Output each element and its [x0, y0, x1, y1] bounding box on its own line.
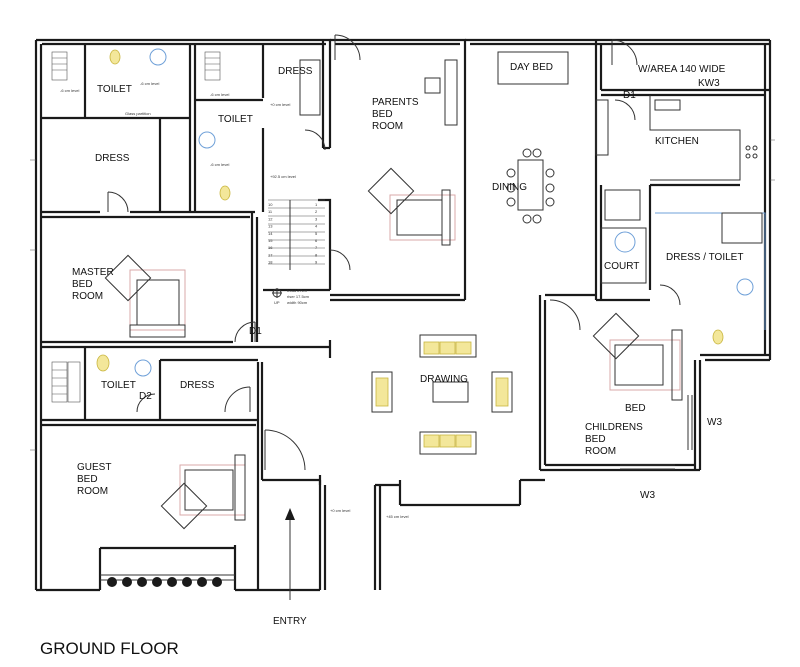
label-guest-2: BED [77, 474, 98, 485]
stair-note-3: width 90cm [287, 300, 308, 305]
label-w-area: W/AREA 140 WIDE [638, 64, 726, 75]
label-d1-master: D1 [249, 326, 262, 337]
label-master-2: BED [72, 279, 93, 290]
stair-step-number: 1 [315, 202, 318, 207]
label-up: UP [274, 300, 280, 305]
label-parents-2: BED [372, 109, 393, 120]
stair-step-number: 7 [315, 245, 318, 250]
stair-step-number: 5 [315, 231, 318, 236]
stair-step-number: 14 [268, 231, 273, 236]
doors [107, 34, 681, 471]
stair-step-number: 11 [268, 209, 273, 214]
stair-step-number: 17 [268, 252, 273, 257]
label-guest-1: GUEST [77, 462, 111, 473]
level-note-7: +0 cm level [330, 508, 350, 513]
stair-step-number: 15 [268, 238, 273, 243]
stair-step-number: 2 [315, 209, 318, 214]
label-entry: ENTRY [273, 616, 307, 627]
label-w3-right: W3 [707, 417, 722, 428]
stair-step-number: 9 [315, 260, 318, 265]
label-w3-bottom: W3 [640, 490, 655, 501]
label-d1-kitchen: D1 [623, 90, 636, 101]
label-bed: BED [625, 403, 646, 414]
label-d2: D2 [139, 391, 152, 402]
label-drawing: DRAWING [420, 374, 468, 385]
stair-step-number: 10 [268, 202, 273, 207]
label-guest-3: ROOM [77, 486, 108, 497]
label-children-3: ROOM [585, 446, 616, 457]
label-toilet-3: TOILET [101, 380, 136, 391]
label-parents-1: PARENTS [372, 97, 419, 108]
level-note-5: +0 cm level [270, 102, 290, 107]
label-master-3: ROOM [72, 291, 103, 302]
stair-step-number: 3 [315, 216, 318, 221]
level-note-3: -6 cm level [210, 92, 229, 97]
label-parents-3: ROOM [372, 121, 403, 132]
label-dress-toilet: DRESS / TOILET [666, 252, 743, 263]
label-children-2: BED [585, 434, 606, 445]
fixtures [30, 48, 775, 600]
stair-step-number: 4 [315, 224, 318, 229]
label-kitchen: KITCHEN [655, 136, 699, 147]
label-dining: DINING [492, 182, 527, 193]
stair-step-number: 6 [315, 238, 318, 243]
level-note-2: -6 cm level [140, 81, 159, 86]
plan-title: GROUND FLOOR [40, 639, 179, 658]
level-note-1: -6 cm level [60, 88, 79, 93]
label-toilet-2: TOILET [218, 114, 253, 125]
stair-step-number: 8 [315, 252, 318, 257]
label-court: COURT [604, 261, 639, 272]
label-kw3: KW3 [698, 78, 720, 89]
level-note-6: +92.5 cm level [270, 174, 296, 179]
label-dress-1: DRESS [95, 153, 130, 164]
planter-icons [107, 577, 222, 587]
label-children-1: CHILDRENS [585, 422, 643, 433]
stair-note-2: riser 17.5cm [287, 294, 310, 299]
stair-note-1: tread 27cm [287, 288, 308, 293]
level-note-4: -6 cm level [210, 162, 229, 167]
label-master-1: MASTER [72, 267, 114, 278]
label-dress-3: DRESS [180, 380, 215, 391]
stair-step-number: 12 [268, 216, 273, 221]
room-labels: TOILET TOILET DRESS DRESS PARENTS BED RO… [40, 62, 743, 658]
level-note-8: +45 cm level [386, 514, 409, 519]
label-day-bed: DAY BED [510, 62, 553, 73]
stair-step-number: 18 [268, 260, 273, 265]
label-dress-2: DRESS [278, 66, 313, 77]
partition-note: Glass partition [125, 111, 151, 116]
stair-step-number: 16 [268, 245, 273, 250]
stair-step-number: 13 [268, 224, 273, 229]
label-toilet-1: TOILET [97, 84, 132, 95]
